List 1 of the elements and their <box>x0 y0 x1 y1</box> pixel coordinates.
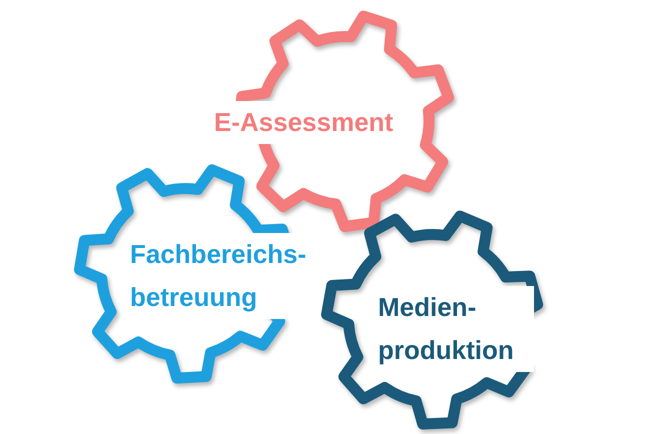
gear-label: Medien- produktion <box>378 286 534 372</box>
